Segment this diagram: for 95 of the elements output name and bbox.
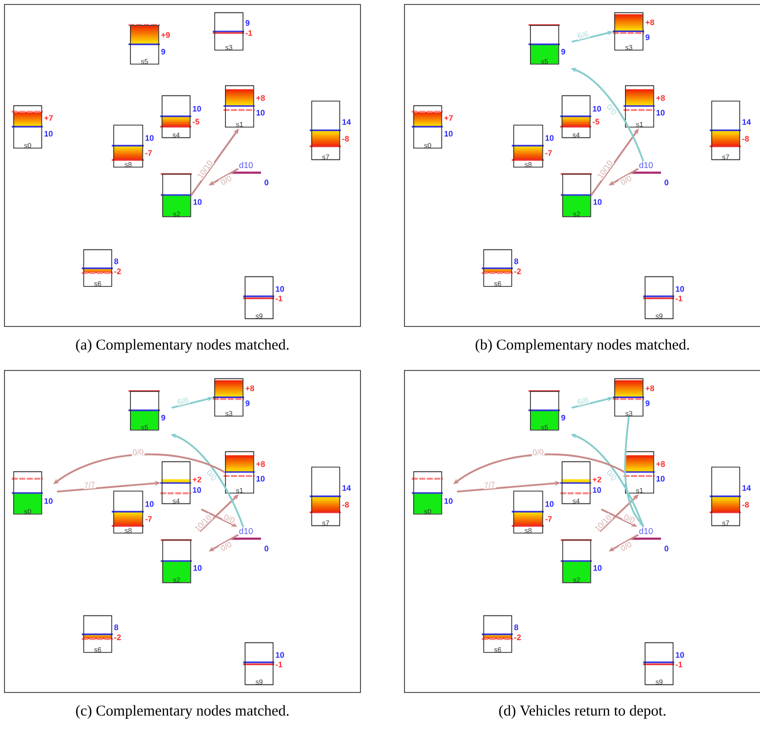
value-label: 9	[246, 20, 250, 26]
edge-label: 0/0	[218, 174, 234, 187]
edge-label: 0/0	[218, 540, 234, 553]
value-label: 10	[194, 565, 202, 571]
value-label: -1	[276, 662, 282, 668]
value-label: 0	[664, 546, 668, 552]
value-label: 9	[646, 400, 650, 406]
value-label: +8	[656, 461, 665, 467]
edge-label: 6/6	[576, 396, 590, 406]
value-label: -1	[676, 662, 682, 668]
value-label: 10	[594, 565, 602, 571]
value-label: +7	[44, 115, 53, 121]
value-label: -7	[545, 150, 552, 156]
value-label: 10	[44, 498, 53, 504]
value-label: 10	[546, 135, 554, 141]
value-label: 9	[161, 414, 166, 421]
value-label: -1	[676, 296, 682, 302]
value-label: 8	[114, 624, 118, 630]
value-label: -8	[742, 502, 749, 508]
value-label: 14	[742, 485, 751, 491]
value-label: -8	[742, 136, 749, 142]
value-label: 10	[276, 286, 284, 292]
value-label: -8	[342, 136, 349, 142]
value-label: 10	[256, 476, 265, 482]
value-label: -1	[276, 296, 282, 302]
value-label: -7	[545, 516, 552, 522]
edge-label: 0/0	[222, 512, 237, 525]
value-label: -7	[145, 516, 152, 522]
value-label: 0	[264, 546, 268, 552]
edge-label: 0/0	[131, 448, 145, 456]
value-label: +2	[592, 476, 602, 482]
value-label: -5	[592, 118, 600, 124]
value-label: +7	[444, 115, 453, 121]
value-label: +8	[256, 95, 265, 101]
edge-label: 6/6	[576, 30, 590, 40]
value-label: 14	[342, 119, 351, 125]
value-label: 10	[194, 199, 202, 205]
node-label: (b) Complementary nodes matched.	[476, 339, 689, 353]
value-label: 10	[676, 652, 684, 658]
value-label: 10	[546, 501, 554, 507]
value-label: 10	[656, 110, 665, 116]
value-label: 14	[342, 485, 351, 491]
value-label: -8	[342, 502, 349, 508]
value-label: 9	[161, 48, 166, 55]
value-label: -2	[114, 634, 121, 640]
value-label: -1	[246, 30, 252, 36]
value-label: 9	[561, 48, 566, 55]
value-label: +8	[646, 19, 654, 26]
value-label: +8	[646, 385, 654, 392]
edge-label: 0/0	[204, 468, 219, 483]
value-label: +2	[192, 476, 202, 482]
value-label: 9	[246, 400, 250, 406]
value-label: 10	[676, 286, 684, 292]
value-label: 0	[664, 180, 668, 186]
edge-label: 0/0	[604, 102, 619, 117]
edge-label: 0/0	[618, 174, 634, 187]
node-label: (c) Complementary nodes matched.	[76, 705, 289, 719]
value-label: 10	[192, 487, 201, 493]
edge-label: 0/0	[622, 512, 637, 525]
value-label: 10	[444, 130, 453, 137]
value-label: 10	[146, 501, 154, 507]
edge-label: 6/6	[176, 396, 190, 406]
value-label: -2	[514, 268, 521, 274]
value-label: 10	[592, 487, 601, 493]
edge-label: 7/7	[482, 480, 496, 490]
value-label: 10	[594, 199, 602, 205]
edge-label: 0/0	[618, 540, 634, 553]
value-label: -2	[114, 268, 121, 274]
node-label: (a) Complementary nodes matched.	[76, 339, 289, 353]
edge-label: 0/0	[531, 448, 545, 456]
value-label: -5	[192, 118, 200, 124]
value-label: -2	[514, 634, 521, 640]
value-label: 9	[646, 34, 650, 40]
value-label: 0	[264, 180, 268, 186]
value-label: +9	[161, 32, 170, 38]
value-label: 14	[742, 119, 751, 125]
value-label: 10	[592, 106, 601, 112]
value-label: +8	[246, 385, 254, 392]
value-label: -7	[145, 150, 152, 156]
value-label: +8	[656, 95, 665, 101]
value-label: 8	[114, 258, 118, 264]
node-label: (d) Vehicles return to depot.	[499, 705, 666, 719]
edge-label: 7/7	[82, 480, 96, 490]
value-label: 10	[444, 498, 453, 504]
value-label: 8	[514, 624, 518, 630]
value-label: 10	[256, 110, 265, 116]
value-label: 10	[192, 106, 201, 112]
value-label: 10	[276, 652, 284, 658]
edge-label: 0/0	[604, 468, 619, 483]
value-label: 10	[656, 476, 665, 482]
value-label: 10	[146, 135, 154, 141]
value-label: 10	[44, 130, 53, 137]
value-label: 9	[561, 414, 566, 421]
value-label: +8	[256, 461, 265, 467]
value-label: 8	[514, 258, 518, 264]
